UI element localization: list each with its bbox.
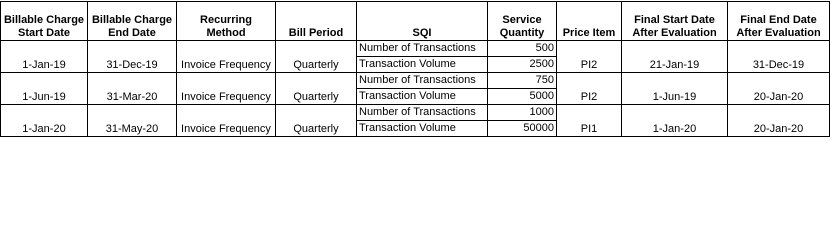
sqi-name-cell: Transaction Volume bbox=[356, 88, 488, 105]
service-quantity-cell: 50000 bbox=[487, 120, 557, 137]
header-final-start-date: Final Start Date After Evaluation bbox=[621, 1, 728, 41]
end-date-cell: 31-May-20 bbox=[87, 104, 177, 137]
sqi-name-cell: Number of Transactions bbox=[356, 40, 488, 57]
table-row: 1-Jan-19 31-Dec-19 Invoice Frequency Qua… bbox=[0, 40, 830, 73]
sqi-name-cell: Number of Transactions bbox=[356, 104, 488, 121]
header-start-date: Billable Charge Start Date bbox=[0, 1, 88, 41]
bill-period-cell: Quarterly bbox=[275, 40, 357, 73]
recurring-method-cell: Invoice Frequency bbox=[176, 72, 276, 105]
header-price-item: Price Item bbox=[556, 1, 622, 41]
start-date-cell: 1-Jan-19 bbox=[0, 40, 88, 73]
service-quantity-cell: 5000 bbox=[487, 88, 557, 105]
bill-period-cell: Quarterly bbox=[275, 104, 357, 137]
final-end-date-cell: 20-Jan-20 bbox=[727, 104, 830, 137]
recurring-method-cell: Invoice Frequency bbox=[176, 104, 276, 137]
final-start-date-cell: 1-Jan-20 bbox=[621, 104, 728, 137]
table-row: 1-Jun-19 31-Mar-20 Invoice Frequency Qua… bbox=[0, 72, 830, 105]
service-quantity-cell: 500 bbox=[487, 40, 557, 57]
recurring-method-cell: Invoice Frequency bbox=[176, 40, 276, 73]
end-date-cell: 31-Dec-19 bbox=[87, 40, 177, 73]
price-item-cell: PI2 bbox=[556, 40, 622, 73]
header-final-end-date: Final End Date After Evaluation bbox=[727, 1, 830, 41]
start-date-cell: 1-Jun-19 bbox=[0, 72, 88, 105]
header-sqi: SQI bbox=[356, 1, 488, 41]
table-row: Transaction Volume 50000 bbox=[1, 120, 830, 137]
header-row: Billable Charge Start Date Billable Char… bbox=[0, 1, 830, 41]
price-item-cell: PI1 bbox=[556, 104, 622, 137]
table-row: 1-Jan-20 31-May-20 Invoice Frequency Qua… bbox=[0, 104, 830, 137]
sqi-name-cell: Transaction Volume bbox=[356, 56, 488, 73]
sqi-name-cell: Number of Transactions bbox=[356, 72, 488, 89]
price-item-cell: PI2 bbox=[556, 72, 622, 105]
sqi-name-cell: Transaction Volume bbox=[356, 120, 488, 137]
final-start-date-cell: 21-Jan-19 bbox=[621, 40, 728, 73]
end-date-cell: 31-Mar-20 bbox=[87, 72, 177, 105]
service-quantity-cell: 1000 bbox=[487, 104, 557, 121]
final-end-date-cell: 31-Dec-19 bbox=[727, 40, 830, 73]
service-quantity-cell: 2500 bbox=[487, 56, 557, 73]
bill-period-cell: Quarterly bbox=[275, 72, 357, 105]
final-end-date-cell: 20-Jan-20 bbox=[727, 72, 830, 105]
start-date-cell: 1-Jan-20 bbox=[0, 104, 88, 137]
billable-charge-table: Billable Charge Start Date Billable Char… bbox=[0, 1, 830, 137]
final-start-date-cell: 1-Jun-19 bbox=[621, 72, 728, 105]
service-quantity-cell: 750 bbox=[487, 72, 557, 89]
header-bill-period: Bill Period bbox=[275, 1, 357, 41]
header-service-quantity: Service Quantity bbox=[487, 1, 557, 41]
header-end-date: Billable Charge End Date bbox=[87, 1, 177, 41]
header-recurring-method: Recurring Method bbox=[176, 1, 276, 41]
